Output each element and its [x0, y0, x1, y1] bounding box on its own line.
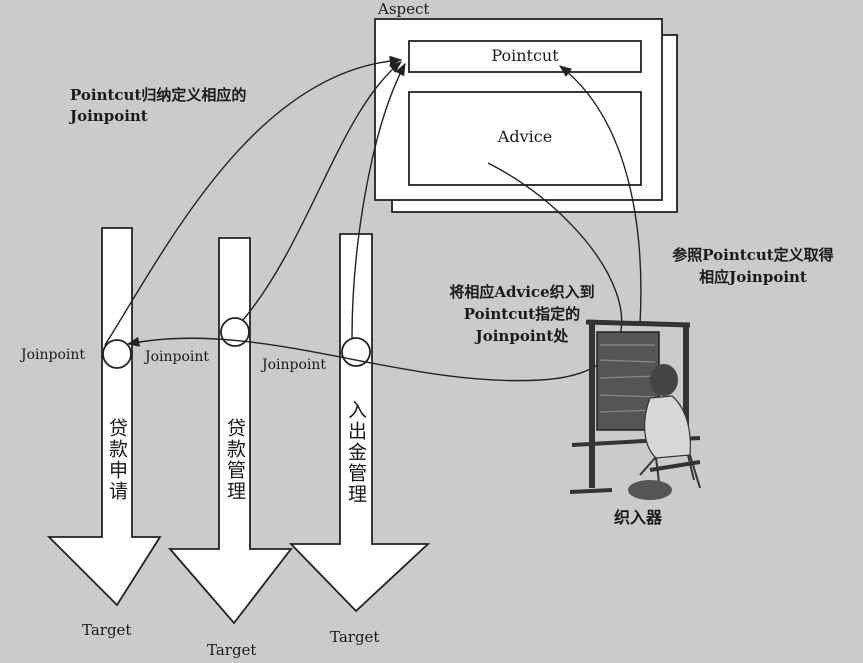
target-name-2: 贷款管理	[224, 418, 246, 502]
joinpoint-label-1: Joinpoint	[21, 347, 86, 363]
annotation-pointcut-defines-line2: Joinpoint	[70, 107, 148, 125]
joinpoint-circle-1	[102, 339, 132, 369]
annotation-refer-line2: 相应Joinpoint	[699, 268, 807, 286]
annotation-weave-line3: Joinpoint处	[475, 327, 569, 345]
target-arrow-1	[46, 227, 162, 607]
annotation-weave-line2: Pointcut指定的	[463, 305, 581, 323]
joinpoint-circle-3	[341, 337, 371, 367]
pointcut-curve-3	[351, 62, 406, 339]
target-label-1: Target	[82, 621, 132, 639]
weaver-label: 织入器	[614, 508, 663, 527]
target-arrow-3	[288, 233, 431, 613]
annotation-refer-line1: 参照Pointcut定义取得	[672, 246, 834, 264]
joinpoint-circle-2	[220, 317, 250, 347]
pointcut-curve-2	[242, 61, 402, 321]
advice-box	[408, 91, 642, 186]
annotation-pointcut-defines-line1: Pointcut归纳定义相应的	[70, 86, 247, 104]
pointcut-box	[408, 40, 642, 73]
annotation-weave-line1: 将相应Advice织入到	[449, 283, 595, 301]
pointcut-curve-1	[104, 55, 403, 346]
target-name-3: 入出金管理	[345, 400, 367, 505]
pointcut-label: Pointcut	[491, 46, 559, 65]
advice-label: Advice	[497, 127, 553, 146]
weaver-loom-illustration	[569, 319, 701, 500]
target-arrow-2	[168, 237, 293, 625]
target-label-3: Target	[330, 628, 380, 646]
joinpoint-label-2: Joinpoint	[145, 349, 210, 365]
target-name-1: 贷款申请	[106, 418, 128, 502]
refer-pointcut-curve	[559, 65, 642, 325]
target-label-2: Target	[207, 641, 257, 659]
joinpoint-label-3: Joinpoint	[262, 357, 327, 373]
aspect-title: Aspect	[378, 0, 430, 18]
weave-advice-curve	[126, 162, 623, 382]
